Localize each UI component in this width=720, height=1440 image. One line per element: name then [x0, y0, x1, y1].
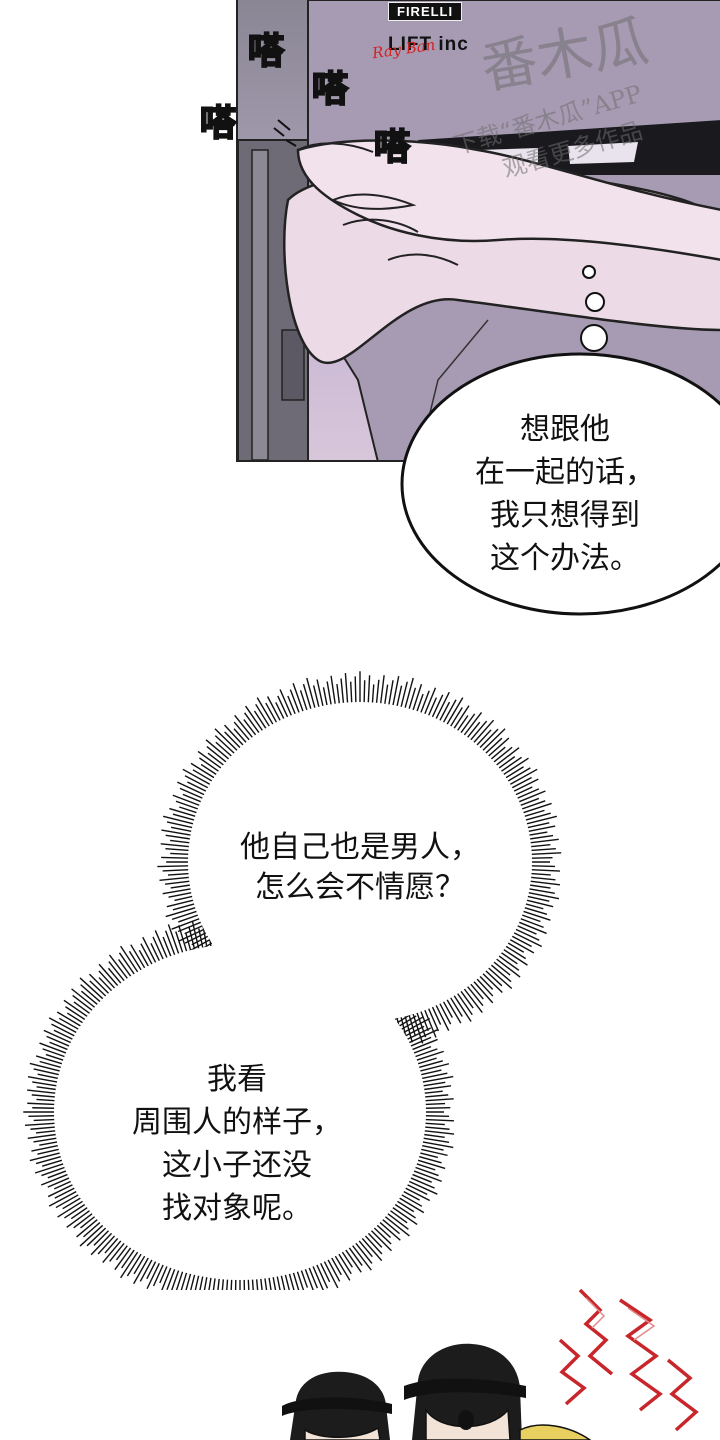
burst-spike	[221, 1273, 225, 1290]
burst-spike	[416, 1140, 454, 1149]
thought-bursts	[23, 671, 562, 1290]
burst-spike	[256, 697, 277, 730]
burst-spike	[380, 1212, 410, 1237]
thought-1-line-2: 怎么会不情愿？	[255, 870, 465, 905]
thought-2-text: 我看 周围人的样子， 这小子还没 找对象呢。	[92, 1058, 382, 1230]
burst-spike	[171, 1264, 182, 1290]
speech-line-2: 在一起的话，	[475, 455, 655, 490]
burst-spike	[29, 1150, 66, 1162]
burst-spike	[120, 945, 142, 978]
burst-spike	[120, 1246, 142, 1279]
burst-spike	[522, 890, 560, 900]
burst-spike	[182, 768, 216, 788]
manga-panel-arms-crossed: FIRELLI LIFT inc	[236, 0, 720, 462]
sfx-tap-2: 嗒	[311, 68, 349, 111]
burst-spike	[267, 1271, 272, 1290]
burst-spike	[306, 677, 318, 714]
thought-2-line-3: 这小子还没	[162, 1148, 312, 1183]
burst-spike	[165, 905, 202, 918]
thought-2-line-1: 我看	[207, 1062, 267, 1097]
sfx-tap-4: 嗒	[373, 126, 411, 169]
burst-spike	[521, 815, 558, 826]
burst-spike	[48, 1188, 82, 1207]
burst-spike	[416, 1075, 454, 1084]
speech-line-3: 我只想得到	[490, 498, 640, 533]
thought-1-text: 他自己也是男人， 怎么会不情愿？	[210, 828, 510, 908]
speech-bubble-shape	[400, 265, 720, 616]
burst-spike	[403, 1178, 438, 1195]
burst-spike	[403, 1029, 438, 1046]
bottom-characters-art	[282, 1288, 699, 1440]
burst-spike	[167, 924, 182, 960]
speech-line-4: 这个办法。	[490, 541, 640, 576]
firelli-logo: FIRELLI	[388, 2, 463, 21]
burst-spike	[29, 1062, 66, 1074]
burst-spike	[504, 768, 538, 788]
burst-spike	[162, 815, 199, 826]
panel-illustration	[238, 0, 720, 460]
speech-line-1: 想跟他	[520, 412, 610, 447]
burst-spike	[79, 977, 108, 1004]
thought-2-line-2: 周围人的样子，	[132, 1105, 342, 1140]
burst-spike	[508, 929, 543, 948]
burst-spike	[79, 1220, 108, 1247]
burst-spike	[157, 865, 195, 868]
burst-spike	[310, 1260, 324, 1290]
burst-spike	[443, 697, 464, 730]
burst-spike	[214, 728, 242, 755]
speech-bubble-text: 想跟他 在一起的话， 我只想得到 这个办法。	[460, 408, 670, 580]
burst-spike	[348, 1240, 372, 1271]
sfx-tap-3: 嗒	[199, 102, 237, 145]
thought-2-line-4: 找对象呢。	[162, 1191, 312, 1226]
burst-spike	[450, 990, 472, 1022]
burst-spike	[483, 963, 513, 989]
burst-spike	[402, 677, 414, 714]
lift-inc-logo: LIFT inc	[388, 34, 469, 55]
burst-spike	[48, 1017, 82, 1036]
sfx-tap-1: 嗒	[247, 30, 285, 73]
thought-1-line-1: 他自己也是男人，	[240, 830, 480, 865]
burst-spike	[478, 728, 506, 755]
